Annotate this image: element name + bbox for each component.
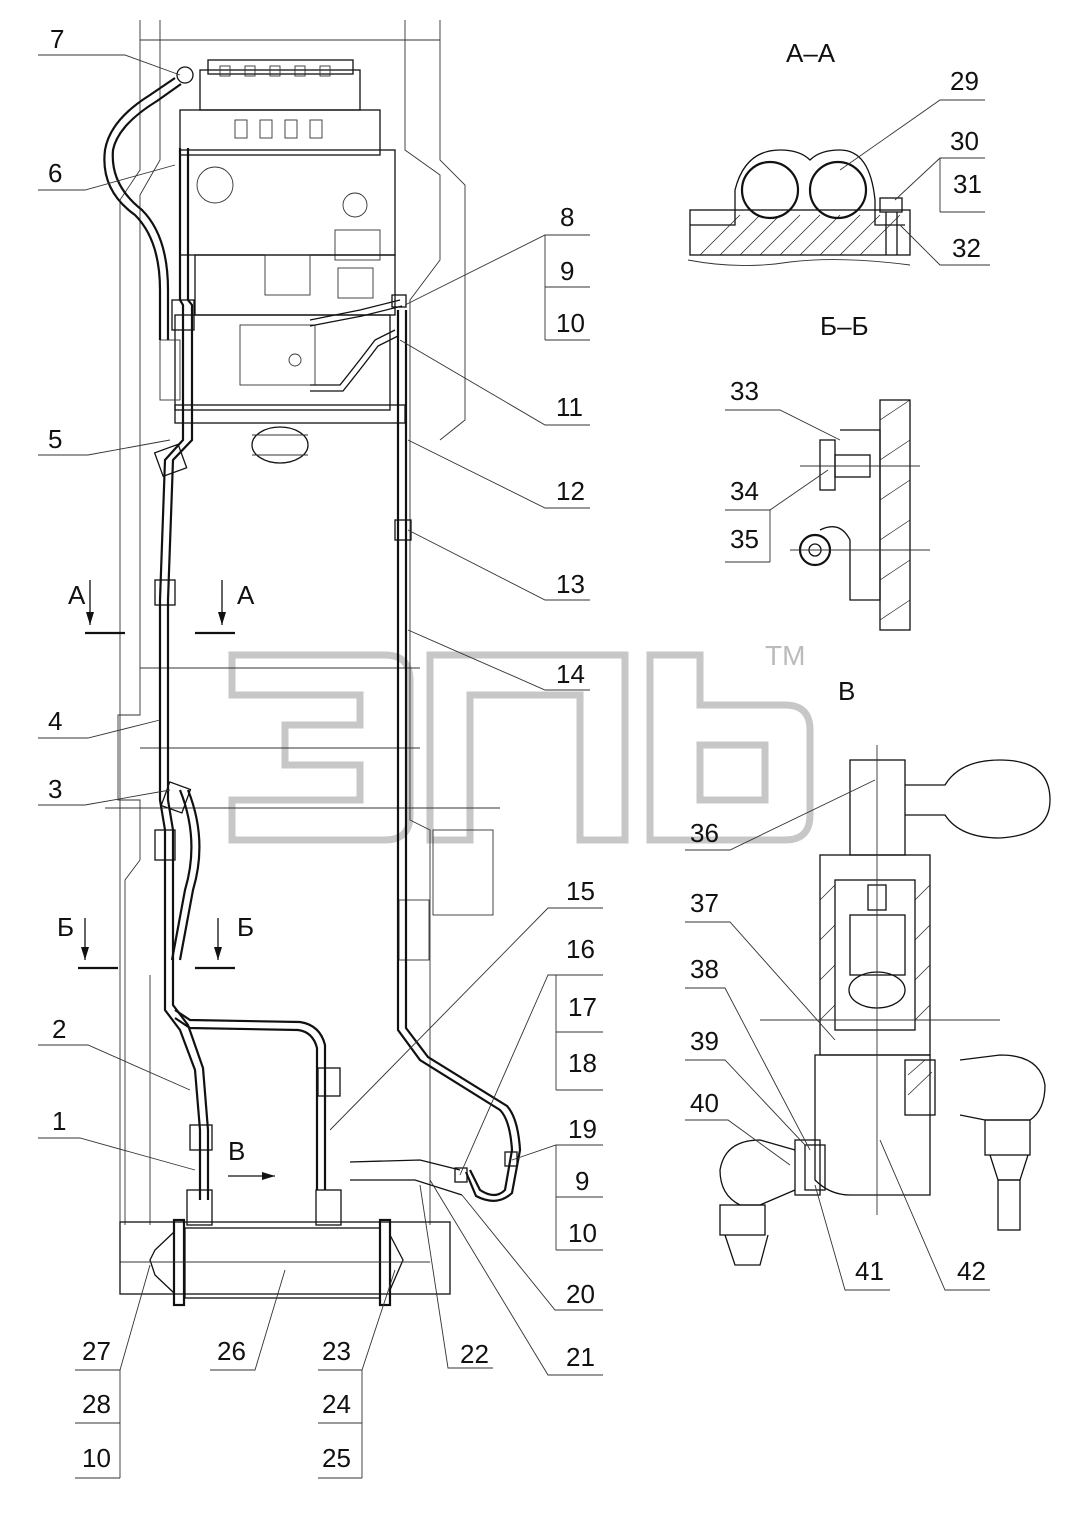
label-36: 36 (690, 818, 719, 848)
section-bb-detail: Б–Б (790, 311, 930, 631)
label-5: 5 (48, 424, 62, 454)
leader-lines (38, 54, 990, 1479)
label-13: 13 (556, 569, 585, 599)
label-34: 34 (730, 476, 759, 506)
label-6: 6 (48, 158, 62, 188)
label-10c: 10 (82, 1443, 111, 1473)
section-mark-b-right: Б (237, 912, 254, 942)
label-42: 42 (957, 1256, 986, 1286)
label-40: 40 (690, 1088, 719, 1118)
section-mark-a-right: А (237, 580, 255, 610)
label-37: 37 (690, 888, 719, 918)
label-27: 27 (82, 1336, 111, 1366)
label-9a: 9 (560, 256, 574, 286)
label-10a: 10 (556, 308, 585, 338)
part-labels: 7 6 5 4 3 2 1 8 9 10 11 12 13 14 15 16 1… (48, 24, 986, 1473)
label-1: 1 (52, 1106, 66, 1136)
label-3: 3 (48, 774, 62, 804)
view-v-detail: В (719, 676, 1051, 1266)
label-32: 32 (952, 233, 981, 263)
label-33: 33 (730, 376, 759, 406)
label-10b: 10 (568, 1218, 597, 1248)
label-29: 29 (950, 66, 979, 96)
label-39: 39 (690, 1026, 719, 1056)
label-12: 12 (556, 476, 585, 506)
watermark-tm: TM (765, 640, 805, 671)
label-22: 22 (460, 1339, 489, 1369)
label-8: 8 (560, 202, 574, 232)
section-markers: А А Б Б В (57, 580, 275, 1180)
label-24: 24 (322, 1389, 351, 1419)
label-35: 35 (730, 524, 759, 554)
section-mark-a-left: А (68, 580, 86, 610)
label-15: 15 (566, 876, 595, 906)
label-23: 23 (322, 1336, 351, 1366)
label-41: 41 (855, 1256, 884, 1286)
section-mark-b-left: Б (57, 912, 74, 942)
vehicle-frame (105, 20, 500, 1225)
view-v-title: В (838, 676, 855, 706)
label-18: 18 (568, 1048, 597, 1078)
watermark-logo: TM (228, 640, 814, 844)
label-16: 16 (566, 934, 595, 964)
section-aa-title: А–А (786, 38, 836, 68)
label-17: 17 (568, 992, 597, 1022)
label-7: 7 (50, 24, 64, 54)
label-4: 4 (48, 706, 62, 736)
section-bb-title: Б–Б (820, 311, 869, 341)
label-31: 31 (953, 169, 982, 199)
label-9b: 9 (575, 1166, 589, 1196)
label-38: 38 (690, 954, 719, 984)
label-25: 25 (322, 1443, 351, 1473)
label-11: 11 (556, 392, 583, 422)
pipelines (103, 66, 522, 1226)
label-2: 2 (52, 1014, 66, 1044)
label-19: 19 (568, 1114, 597, 1144)
section-aa-detail: А–А (687, 38, 911, 267)
label-26: 26 (217, 1336, 246, 1366)
label-20: 20 (566, 1279, 595, 1309)
engine-block (159, 59, 406, 464)
label-28: 28 (82, 1389, 111, 1419)
label-21: 21 (566, 1342, 595, 1372)
label-30: 30 (950, 126, 979, 156)
tank (119, 1218, 451, 1307)
label-14: 14 (556, 659, 585, 689)
view-mark-v: В (228, 1136, 245, 1166)
